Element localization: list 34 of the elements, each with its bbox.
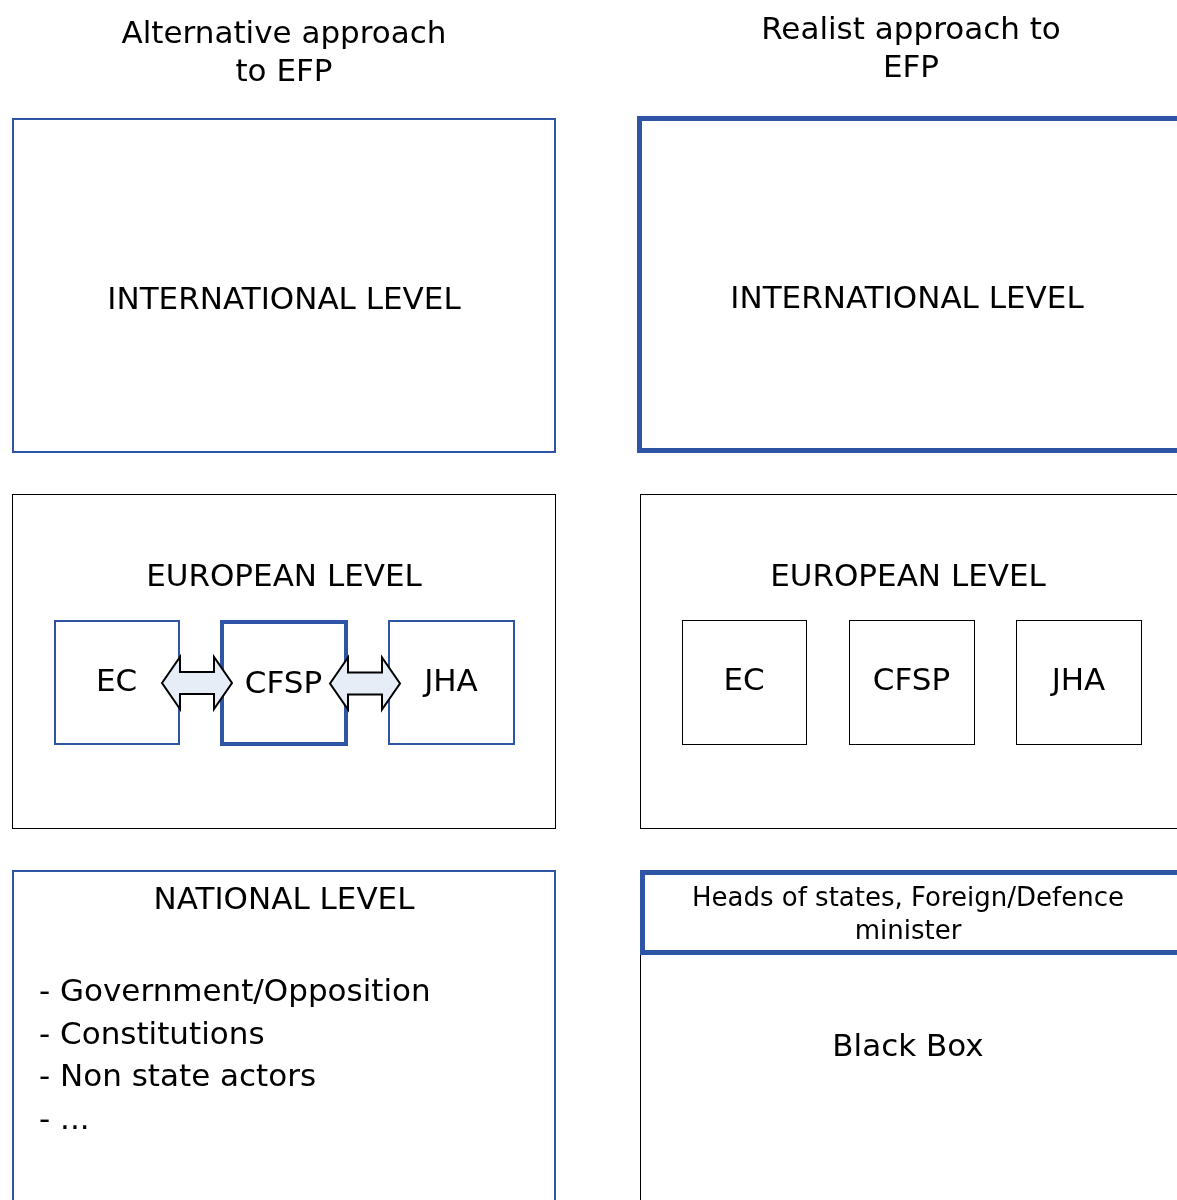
institution-box: [1015, 619, 1142, 745]
institution-box: [219, 619, 348, 746]
level-title: NATIONAL LEVEL: [152, 880, 416, 918]
institution-box: [848, 619, 975, 745]
institution-box: [387, 619, 515, 745]
institution-label: EC: [722, 660, 766, 698]
list-item: - Constitutions: [39, 1015, 265, 1053]
actor-band: [639, 869, 1177, 955]
level-box: [640, 870, 1177, 1200]
double-arrow: [160, 653, 234, 713]
band-label: Heads of states, Foreign/Defence minister: [691, 880, 1125, 948]
double-arrow: [328, 654, 402, 713]
list-item: - ...: [39, 1100, 90, 1138]
institution-box: [681, 619, 807, 745]
list-item: - Government/Opposition: [39, 972, 431, 1010]
institution-label: JHA: [421, 661, 479, 699]
level-box: [640, 494, 1177, 829]
level-box: [12, 118, 556, 453]
institution-label: CFSP: [871, 660, 952, 698]
box-label: Black Box: [831, 1027, 985, 1065]
column-heading: Realist approach to EFP: [761, 10, 1061, 86]
level-box: [12, 870, 556, 1200]
level-title: EUROPEAN LEVEL: [769, 557, 1047, 595]
level-title: EUROPEAN LEVEL: [145, 557, 423, 595]
institution-label: JHA: [1049, 660, 1107, 698]
column-heading: Alternative approach to EFP: [120, 14, 448, 90]
level-title: INTERNATIONAL LEVEL: [729, 279, 1085, 317]
level-title: INTERNATIONAL LEVEL: [106, 280, 462, 318]
level-box: [12, 494, 556, 829]
institution-label: EC: [94, 661, 139, 699]
institution-label: CFSP: [243, 663, 324, 701]
institution-box: [53, 619, 180, 745]
list-item: - Non state actors: [39, 1057, 317, 1095]
level-box: [637, 116, 1177, 453]
